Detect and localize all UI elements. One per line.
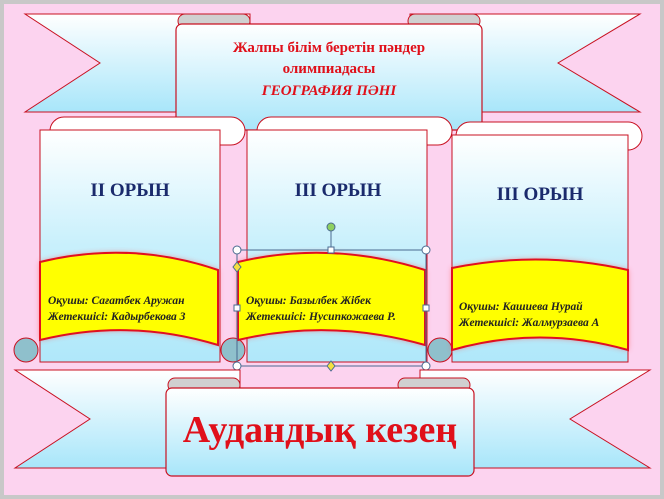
place-title-1: ІІ ОРЫН — [90, 180, 170, 201]
teacher-name-2: Жетекшісі: Нусипкожаева Р. — [245, 311, 396, 323]
header-line-3: ГЕОГРАФИЯ ПӘНІ — [261, 83, 398, 99]
student-name-3: Оқушы: Кашиева Нурай — [459, 300, 583, 313]
header-ribbon: Жалпы білім беретін пәндер олимпиадасы Г… — [23, 13, 642, 131]
footer-title: Аудандық кезең — [183, 409, 457, 451]
header-line-2: олимпиадасы — [283, 61, 376, 77]
selection-handles[interactable] — [232, 222, 431, 372]
teacher-name-3: Жетекшісі: Жалмурзаева А — [458, 317, 600, 329]
place-card-1[interactable]: ІІ ОРЫН Оқушы: Сағатбек Аружан Жетекшісі… — [13, 116, 246, 363]
student-name-2: Оқушы: Базылбек Жібек — [246, 295, 372, 307]
place-card-3[interactable]: ІІІ ОРЫН Оқушы: Кашиева Нурай Жетекшісі:… — [427, 121, 643, 363]
place-title-3: ІІІ ОРЫН — [497, 184, 584, 205]
footer-ribbon: Аудандық кезең — [13, 369, 652, 477]
header-line-1: Жалпы білім беретін пәндер — [233, 40, 425, 56]
place-title-2: ІІІ ОРЫН — [295, 180, 382, 201]
teacher-name-1: Жетекшісі: Кадырбекова З — [47, 311, 186, 323]
student-name-1: Оқушы: Сағатбек Аружан — [48, 295, 185, 307]
place-card-2[interactable]: ІІІ ОРЫН Оқушы: Базылбек Жібек Жетекшісі… — [220, 116, 453, 363]
